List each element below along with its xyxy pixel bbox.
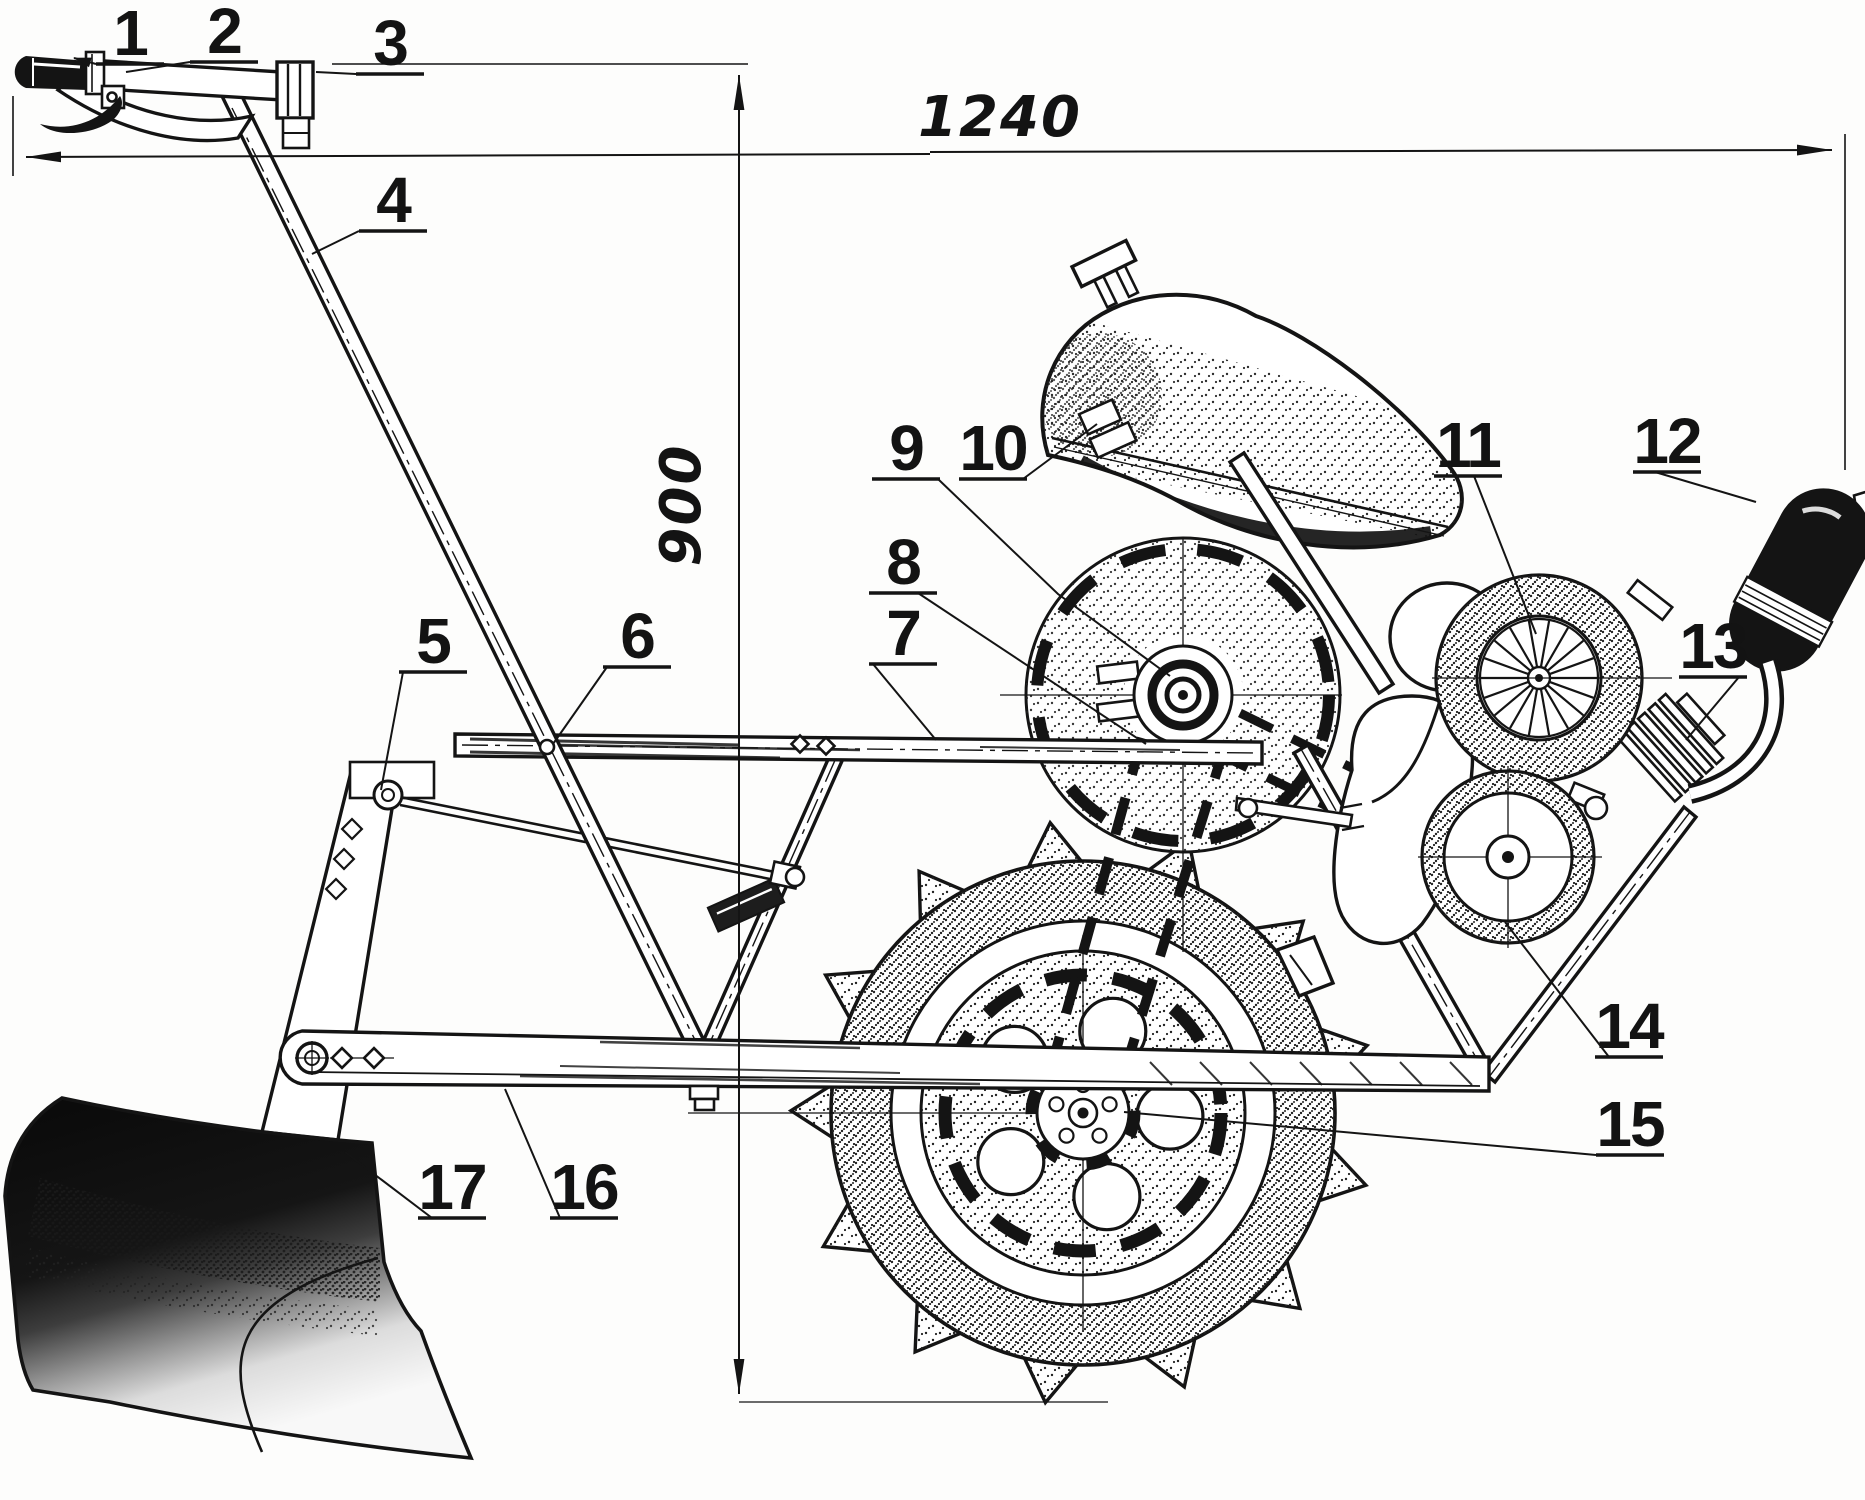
callout-2: 2 <box>207 0 241 67</box>
hex-bolt <box>688 1084 720 1112</box>
handle-clamp-bolt <box>538 738 556 756</box>
muffler <box>1729 482 1865 672</box>
spine-hole-1 <box>789 733 811 755</box>
chain-cover-disc <box>1000 536 1342 952</box>
handle-grip <box>14 56 88 90</box>
callout-1-leader <box>73 57 97 68</box>
handlebar-clamp-block <box>275 60 315 120</box>
clutch-pulley <box>1418 766 1602 948</box>
cylinder-fins <box>1615 691 1727 804</box>
callout-8: 8 <box>886 526 920 598</box>
callout-7-leader <box>872 663 937 741</box>
callout-10: 10 <box>959 412 1026 484</box>
flywheel-fan <box>1371 573 1672 804</box>
callout-4-leader <box>311 230 360 255</box>
callout-12-leader <box>1654 471 1757 503</box>
rear-stay-back <box>1480 804 1699 1085</box>
rod-clamp <box>706 877 786 933</box>
stand-bracket-line <box>1289 954 1313 986</box>
dim-width-left <box>25 151 931 163</box>
grip-highlight <box>33 62 81 69</box>
pulley-hub <box>1164 676 1202 714</box>
engine <box>1234 482 1865 999</box>
callout-14-leader <box>1504 921 1610 1058</box>
tank-bracket-upper <box>1077 397 1123 437</box>
dim-width-label: 1240 <box>918 85 1082 150</box>
seat-diagonal-centerline <box>703 757 837 1057</box>
carburetor-inlet <box>1583 795 1609 821</box>
cover-texture <box>1025 538 1340 852</box>
shift-linkage <box>1234 796 1365 832</box>
pulley-groove <box>1147 659 1219 731</box>
callout-16: 16 <box>550 1151 618 1223</box>
callout-12: 12 <box>1633 405 1701 477</box>
callout-1: 1 <box>113 0 147 69</box>
callout-9-leader <box>937 478 1171 677</box>
moldboard-speckle <box>28 1178 380 1302</box>
hitch-adjustment-holes <box>324 817 364 901</box>
callout-4: 4 <box>376 164 412 236</box>
callout-9: 9 <box>889 412 923 484</box>
callout-6: 6 <box>620 600 654 672</box>
callout-3: 3 <box>373 7 407 79</box>
callout-16-leader <box>504 1088 561 1219</box>
plow <box>3 1096 474 1461</box>
callout-2-leader <box>125 61 191 73</box>
spine-centerline <box>461 744 1257 754</box>
beam-hatch <box>1149 1061 1473 1086</box>
stand-bracket <box>1274 934 1336 999</box>
callout-13: 13 <box>1679 610 1747 682</box>
callout-3-leader <box>315 71 357 75</box>
beam-shading <box>519 1040 981 1086</box>
callout-11-leader <box>1473 475 1537 635</box>
spine-hole-2 <box>815 735 837 757</box>
beam-edge-line <box>309 1071 1481 1087</box>
callout-11: 11 <box>1436 409 1500 481</box>
countershaft-center <box>1178 690 1188 700</box>
rear-stay-back-centerline <box>1488 811 1691 1078</box>
axle-center <box>1077 1107 1089 1119</box>
bearing-tab-lower <box>1095 698 1141 723</box>
drive-wheel <box>688 819 1371 1406</box>
exhaust-pipe <box>1687 658 1785 804</box>
callout-14: 14 <box>1595 990 1665 1062</box>
lever-pivot <box>106 91 118 103</box>
callout-17: 17 <box>418 1151 485 1223</box>
filler-cap <box>1069 238 1140 310</box>
callout-15: 15 <box>1596 1088 1664 1160</box>
callout-17-leader <box>344 1151 433 1219</box>
throttle-lever <box>40 96 122 134</box>
dim-width-right <box>929 144 1833 156</box>
callout-15-leader <box>1123 1111 1597 1156</box>
beam-hole-2 <box>362 1046 386 1070</box>
tank-support-strut <box>1227 450 1396 696</box>
tank-bracket-lower <box>1088 420 1138 460</box>
depth-adjust-rod <box>372 779 806 891</box>
share-seam <box>239 1256 379 1453</box>
beam-hole-1 <box>330 1046 354 1070</box>
dimension-annotations: 1240 900 <box>12 63 1846 1394</box>
bearing-tab-upper <box>1095 660 1141 685</box>
moldboard-speckle-2 <box>24 1248 378 1336</box>
dim-height-label: 900 <box>649 444 714 567</box>
callout-5: 5 <box>416 605 450 677</box>
frame <box>217 81 1491 1142</box>
callout-8-leader <box>917 592 1147 745</box>
callout-5-leader <box>380 671 404 791</box>
handle-tube-centerline <box>231 107 704 1057</box>
callout-13-leader <box>1685 676 1740 741</box>
callout-10-leader <box>1022 423 1098 480</box>
callout-7: 7 <box>886 597 920 669</box>
callout-6-leader <box>552 666 608 745</box>
